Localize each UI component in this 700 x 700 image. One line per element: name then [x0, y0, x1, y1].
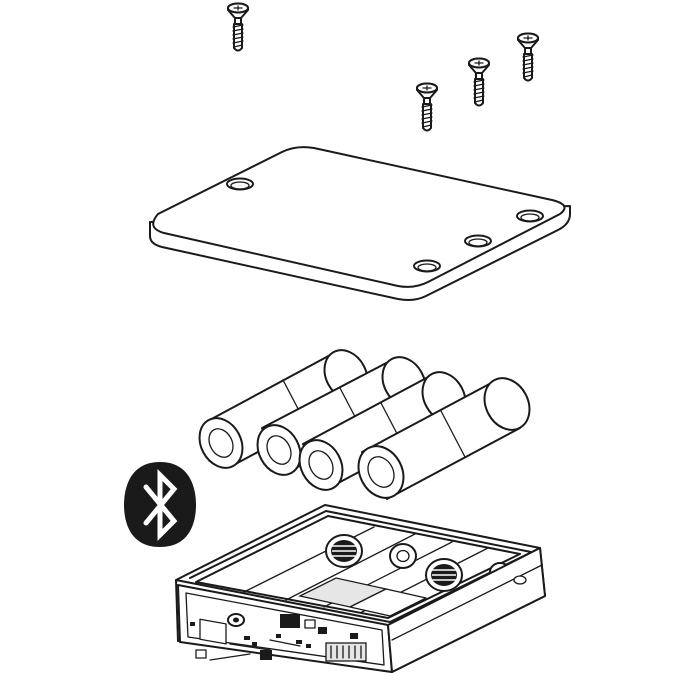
- screw-icon: [517, 32, 539, 82]
- screw-icon: [416, 82, 438, 132]
- battery-icon: [357, 377, 531, 500]
- circuit-box-icon: [175, 504, 546, 673]
- spring-contact-icon: [325, 534, 363, 568]
- battery-icon: [298, 371, 467, 491]
- bluetooth-icon: [124, 462, 196, 547]
- cover-plate-icon: [149, 146, 571, 301]
- screw-icon: [227, 2, 249, 52]
- spring-contact-icon: [425, 558, 463, 592]
- screw-icon: [468, 57, 490, 107]
